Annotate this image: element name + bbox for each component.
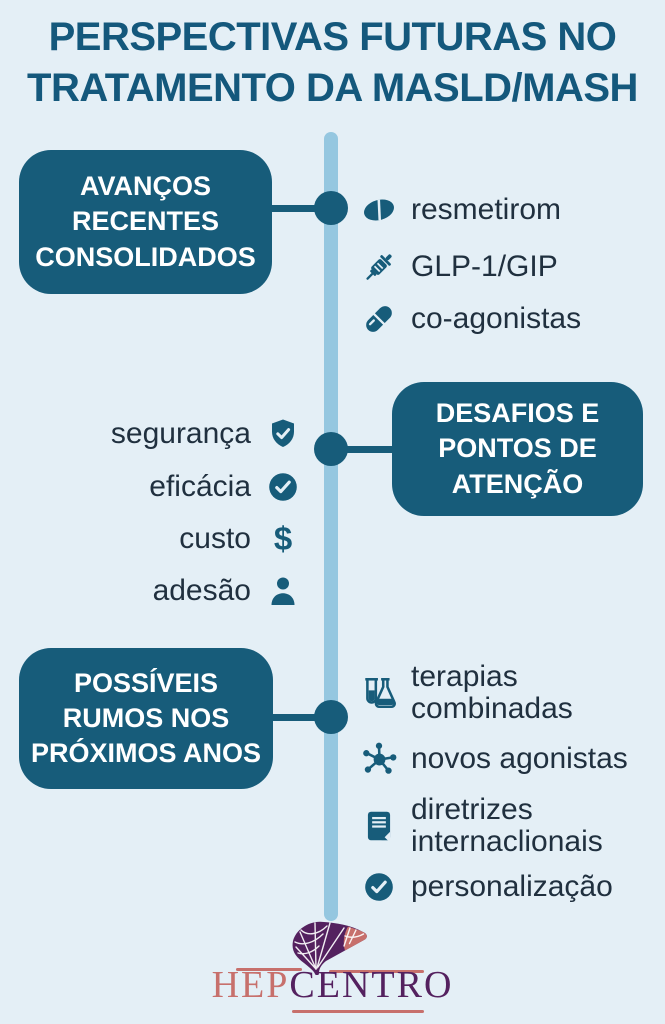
molecule-icon bbox=[360, 740, 398, 778]
connector-line-rumos bbox=[264, 714, 332, 721]
connector-line-desafios bbox=[331, 446, 393, 453]
timeline-line bbox=[324, 132, 338, 921]
item-label: terapias combinadas bbox=[411, 659, 573, 725]
box-line: PRÓXIMOS ANOS bbox=[30, 738, 262, 769]
list-item-novos-agonistas: novos agonistas bbox=[360, 738, 628, 780]
list-item-glp1gip: GLP-1/GIP bbox=[360, 246, 558, 288]
item-label: personalização bbox=[411, 870, 613, 903]
logo-underline bbox=[292, 1010, 424, 1013]
page-title: PERSPECTIVAS FUTURAS NO TRATAMENTO DA MA… bbox=[0, 12, 665, 114]
list-item-resmetirom: resmetirom bbox=[360, 189, 561, 231]
syringe-icon bbox=[360, 248, 398, 286]
list-item-custo: custo $ bbox=[179, 518, 302, 560]
section-box-rumos: POSSÍVEIS RUMOS NOS PRÓXIMOS ANOS bbox=[19, 648, 273, 789]
box-line: RUMOS NOS bbox=[62, 702, 230, 733]
list-item-seguranca: segurança bbox=[111, 413, 302, 455]
page-title-line1: PERSPECTIVAS FUTURAS NO bbox=[48, 15, 617, 59]
box-line: ATENÇÃO bbox=[451, 468, 584, 499]
timeline-node-avancos bbox=[314, 191, 348, 225]
pill-icon bbox=[360, 191, 398, 229]
box-line: DESAFIOS E bbox=[435, 398, 600, 429]
timeline-node-desafios bbox=[314, 432, 348, 466]
check-circle-icon bbox=[264, 468, 302, 506]
item-label: diretrizes internaclionais bbox=[411, 792, 603, 858]
connector-line-avancos bbox=[264, 205, 332, 212]
box-line: CONSOLIDADOS bbox=[35, 241, 256, 272]
list-item-coagonistas: co-agonistas bbox=[360, 298, 581, 340]
item-label: custo bbox=[179, 522, 251, 555]
page-title-line2: TRATAMENTO DA MASLD/MASH bbox=[27, 66, 638, 111]
box-line: AVANÇOS bbox=[79, 171, 211, 202]
item-label: novos agonistas bbox=[411, 742, 628, 775]
list-item-personalizacao: personalização bbox=[360, 866, 613, 908]
item-label: adesão bbox=[152, 574, 251, 607]
capsule-icon bbox=[360, 300, 398, 338]
item-label: co-agonistas bbox=[411, 302, 582, 335]
liver-logo-icon bbox=[292, 921, 367, 975]
list-item-adesao: adesão bbox=[153, 570, 302, 612]
list-item-terapias-combinadas: terapias combinadas bbox=[360, 660, 639, 726]
logo-centro: CENTRO bbox=[289, 964, 454, 1006]
section-box-desafios: DESAFIOS E PONTOS DE ATENÇÃO bbox=[392, 382, 643, 516]
document-icon bbox=[360, 807, 398, 845]
item-label: GLP-1/GIP bbox=[411, 250, 558, 283]
shield-check-icon bbox=[264, 415, 302, 453]
item-label: segurança bbox=[110, 417, 251, 450]
dollar-icon: $ bbox=[273, 520, 293, 557]
item-label: eficácia bbox=[149, 470, 251, 503]
section-box-avancos: AVANÇOS RECENTES CONSOLIDADOS bbox=[19, 150, 272, 294]
box-line: PONTOS DE bbox=[438, 433, 597, 464]
flask-icon bbox=[360, 674, 398, 712]
timeline-node-rumos bbox=[314, 700, 348, 734]
list-item-eficacia: eficácia bbox=[149, 466, 302, 508]
logo-wordmark: HEPCENTRO bbox=[0, 964, 665, 1006]
list-item-diretrizes: diretrizes internaclionais bbox=[360, 793, 639, 859]
item-label: resmetirom bbox=[411, 193, 562, 226]
logo-divider-right bbox=[329, 970, 424, 973]
check-circle-icon bbox=[360, 868, 398, 906]
box-line: RECENTES bbox=[71, 206, 220, 237]
logo-divider-left bbox=[236, 968, 302, 971]
person-icon bbox=[264, 572, 302, 610]
box-line: POSSÍVEIS bbox=[73, 667, 219, 698]
logo-hep: HEP bbox=[211, 964, 290, 1006]
